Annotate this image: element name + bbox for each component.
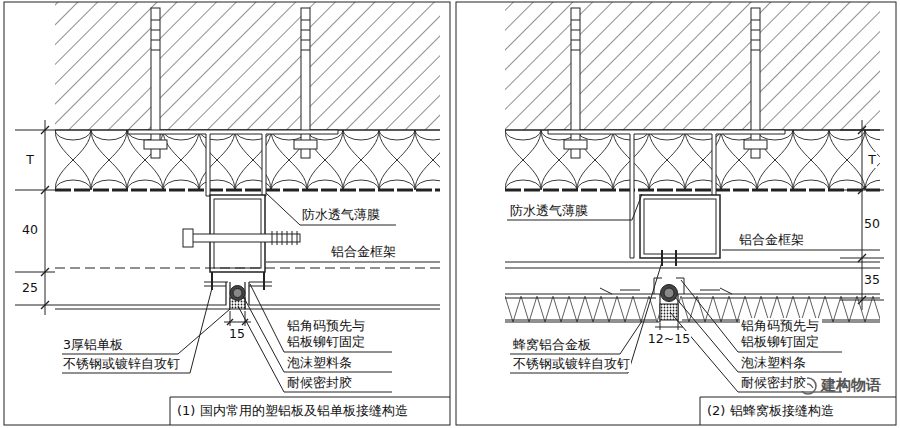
- part-label: 铝角码预先与 铝板铆钉固定: [286, 318, 368, 351]
- part-label: 铝角码预先与 铝板铆钉固定: [740, 318, 822, 351]
- dimension-text: 35: [863, 272, 881, 288]
- dimension-text: 40: [21, 222, 39, 238]
- part-label: 防水透气薄膜: [301, 207, 381, 223]
- caption: (2) 铝蜂窝板接缝构造: [706, 403, 835, 420]
- dimension-text: T: [867, 152, 877, 168]
- watermark: 建构物语: [820, 376, 882, 396]
- dimension-text: 15: [228, 326, 246, 342]
- dimension-text: 12~15: [647, 331, 691, 347]
- part-label: 蜂窝铝合金板: [512, 337, 592, 353]
- part-label: 铝合金框架: [330, 244, 397, 260]
- part-label: 3厚铝单板: [62, 337, 124, 353]
- part-label: 泡沫塑料条: [740, 355, 807, 371]
- part-label: 泡沫塑料条: [286, 355, 353, 371]
- part-label: 耐候密封胶: [286, 375, 353, 391]
- part-label: 耐候密封胶: [740, 375, 807, 391]
- caption: (1) 国内常用的塑铝板及铝单板接缝构造: [176, 403, 409, 420]
- part-label: 不锈钢或镀锌自攻钉: [62, 356, 181, 372]
- dimension-text: T: [25, 152, 35, 168]
- part-label: 铝合金框架: [738, 232, 805, 248]
- part-label: 防水透气薄膜: [509, 203, 589, 219]
- part-label: 不锈钢或镀锌自攻钉: [512, 356, 631, 372]
- dimension-text: 25: [21, 280, 39, 296]
- dimension-text: 50: [863, 216, 881, 232]
